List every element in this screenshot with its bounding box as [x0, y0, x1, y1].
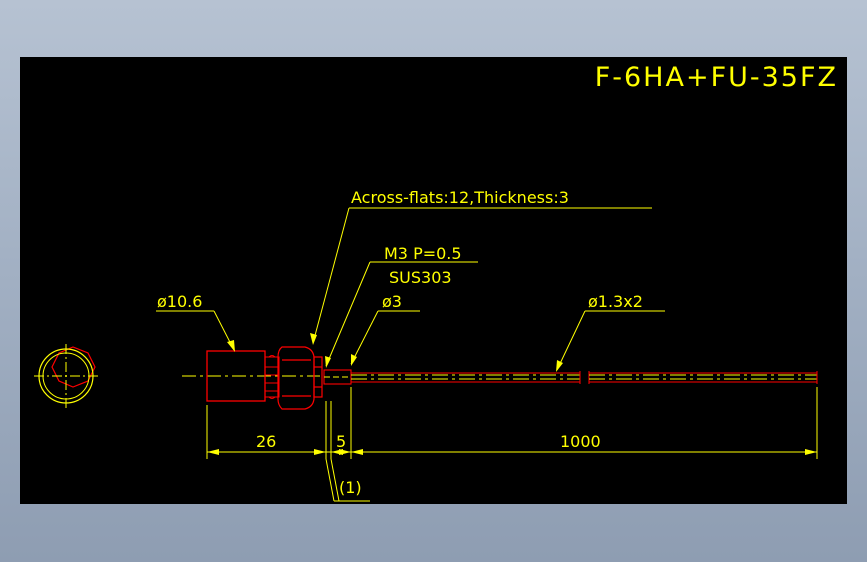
diameter-nose-label: ø3: [382, 292, 402, 311]
end-view: [34, 344, 101, 408]
drawing-title: F-6HA+FU-35FZ: [595, 62, 838, 93]
thread-spec-label: M3 P=0.5: [384, 244, 462, 263]
fiber-cable-2: [588, 371, 818, 384]
across-flats-label: Across-flats:12,Thickness:3: [351, 188, 569, 207]
dimension-reference: (1): [339, 478, 362, 497]
hex-nut-side: [277, 346, 323, 410]
dimension-head-length: 26: [256, 432, 276, 451]
diameter-fiber-label: ø1.3x2: [588, 292, 643, 311]
side-view: [182, 346, 818, 410]
diameter-head-label: ø10.6: [157, 292, 202, 311]
drawing-canvas: F-6HA+FU-35FZ: [20, 57, 847, 504]
threaded-section: [264, 355, 280, 399]
dimension-nut-length: 5: [336, 432, 346, 451]
dimension-arrowheads: [207, 449, 817, 455]
material-label: SUS303: [389, 268, 452, 287]
leader-arrowheads: [227, 333, 563, 372]
drawing-svg: F-6HA+FU-35FZ: [34, 62, 838, 502]
fiber-cable-1: [351, 371, 581, 384]
dimension-lines: [206, 387, 818, 502]
leaders: [156, 207, 665, 371]
dimension-fiber-length: 1000: [560, 432, 601, 451]
hex-nut-outline: [51, 346, 96, 388]
